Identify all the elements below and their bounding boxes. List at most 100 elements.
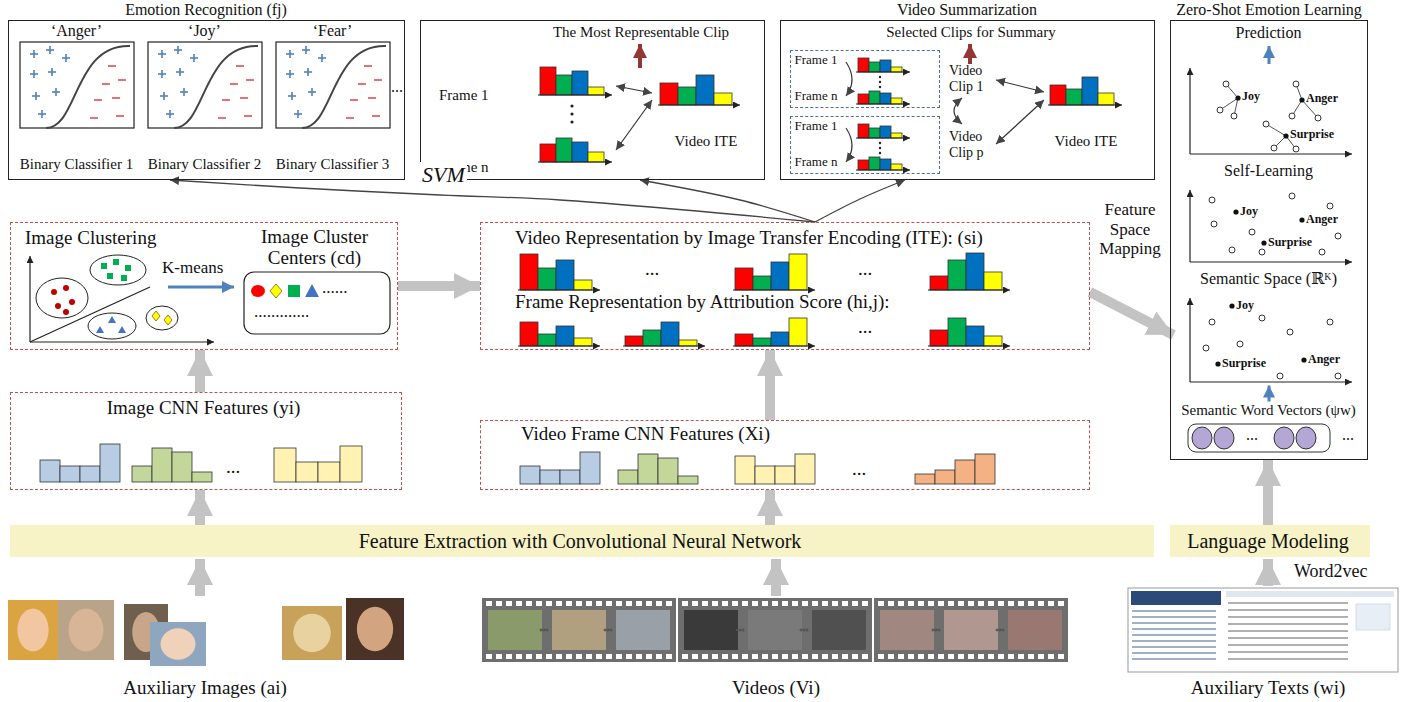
class-label: Surprise bbox=[1290, 128, 1334, 142]
ellipsis-dot bbox=[879, 152, 881, 154]
histogram-bar bbox=[771, 262, 789, 290]
histogram-bar bbox=[296, 462, 318, 482]
histogram-bar bbox=[753, 276, 771, 290]
histogram-axis bbox=[856, 103, 910, 104]
film-hole bbox=[586, 601, 592, 606]
plot-axis bbox=[1190, 381, 1352, 382]
histogram-axis bbox=[733, 289, 815, 290]
histogram-bar bbox=[625, 336, 643, 346]
film-hole bbox=[948, 601, 954, 606]
histogram-bar bbox=[1082, 77, 1098, 105]
clip-box: Frame 1Frame n bbox=[790, 50, 940, 108]
plot-axis bbox=[30, 341, 214, 342]
node-text: Self-Learning bbox=[1174, 162, 1364, 180]
film-hole bbox=[712, 601, 718, 606]
task-box: Emotion Recognition (fj)‘Anger’Binary Cl… bbox=[8, 20, 405, 180]
minus-sign bbox=[374, 79, 382, 81]
film-hole bbox=[852, 601, 858, 606]
film-hole bbox=[1038, 601, 1044, 606]
film-hole bbox=[1018, 601, 1024, 606]
class-point bbox=[1233, 209, 1238, 214]
node-text: Binary Classifier 1 bbox=[16, 156, 138, 173]
ellipsis: ............. bbox=[254, 302, 309, 322]
film-frame bbox=[944, 610, 998, 650]
process-band: Feature Extraction with Convolutional Ne… bbox=[10, 525, 1154, 557]
histogram-bar bbox=[755, 466, 775, 484]
highlight-arrow bbox=[638, 44, 642, 68]
vector-cell bbox=[1274, 427, 1294, 449]
node-text: Frame n bbox=[795, 155, 838, 170]
link-arrow bbox=[996, 100, 1044, 144]
film-hole bbox=[556, 601, 562, 606]
histogram-axis bbox=[928, 289, 1010, 290]
link-arrow bbox=[996, 80, 1044, 92]
film-hole bbox=[1038, 654, 1044, 659]
film-hole bbox=[536, 654, 542, 659]
film-hole bbox=[928, 654, 934, 659]
plus-sign bbox=[311, 88, 313, 96]
screenshot-line bbox=[1132, 610, 1216, 612]
connector bbox=[1090, 292, 1174, 335]
film-hole bbox=[576, 654, 582, 659]
histogram-bar bbox=[588, 87, 604, 95]
plot-axis bbox=[29, 256, 30, 342]
film-hole bbox=[998, 601, 1004, 606]
film-hole bbox=[566, 654, 572, 659]
histogram-bar bbox=[556, 75, 572, 95]
screenshot-line bbox=[1228, 651, 1348, 653]
classifier-frame bbox=[20, 42, 134, 128]
ellipsis: ... bbox=[1246, 426, 1258, 444]
histogram-bar bbox=[880, 60, 891, 72]
film-dot bbox=[806, 629, 808, 631]
histogram-bar bbox=[679, 340, 697, 346]
film-dot bbox=[938, 629, 940, 631]
minus-sign bbox=[116, 115, 124, 117]
film-hole bbox=[822, 601, 828, 606]
sample-point bbox=[1237, 341, 1243, 347]
histogram-bar bbox=[80, 466, 100, 482]
ellipsis: ... bbox=[858, 258, 872, 280]
histogram-bar bbox=[588, 152, 604, 162]
clip-box: Frame 1 Frame n bbox=[790, 116, 940, 174]
film-dot bbox=[540, 629, 542, 631]
histogram-bar bbox=[966, 326, 984, 346]
node-text: Feature Extraction with Convolutional Ne… bbox=[10, 530, 1150, 553]
class-point bbox=[1229, 303, 1234, 308]
screenshot-line bbox=[1132, 634, 1216, 636]
film-hole bbox=[792, 601, 798, 606]
histogram-bar bbox=[678, 476, 698, 484]
connector bbox=[765, 350, 775, 420]
film-hole bbox=[556, 654, 562, 659]
screenshot-line bbox=[1132, 622, 1216, 624]
plus-sign bbox=[65, 54, 67, 62]
screenshot-line bbox=[1132, 658, 1216, 660]
histogram-axis bbox=[856, 71, 910, 72]
film-hole bbox=[496, 654, 502, 659]
cluster-point bbox=[69, 299, 75, 305]
cluster-point bbox=[164, 315, 172, 325]
plus-sign bbox=[291, 92, 293, 100]
plot-panel: Semantic Word Vectors (ψw) bbox=[1174, 402, 1364, 456]
histogram-bar bbox=[340, 446, 362, 482]
histogram-bar bbox=[869, 91, 880, 104]
film-hole bbox=[862, 601, 868, 606]
screenshot-line bbox=[1228, 637, 1348, 639]
film-hole bbox=[782, 601, 788, 606]
film-frame bbox=[812, 610, 866, 650]
film-dot bbox=[604, 629, 606, 631]
film-hole bbox=[722, 654, 728, 659]
source-caption: Auxiliary Images (ai) bbox=[55, 677, 355, 699]
cluster-ellipse bbox=[146, 306, 178, 330]
node-text: Frame 1 bbox=[795, 119, 838, 134]
film-hole bbox=[656, 654, 662, 659]
film-frame bbox=[1008, 610, 1062, 650]
minus-sign bbox=[94, 99, 102, 101]
task-box: Video SummarizationSelected Clips for Su… bbox=[780, 20, 1155, 180]
minus-sign bbox=[346, 117, 354, 119]
sample-point bbox=[1335, 233, 1341, 239]
plot-axis bbox=[1189, 68, 1190, 154]
sample-point bbox=[1249, 229, 1255, 235]
histogram-axis bbox=[856, 137, 910, 138]
stage-box: Video Frame CNN Features (Xi) bbox=[480, 420, 1090, 490]
histogram-bar bbox=[753, 338, 771, 346]
